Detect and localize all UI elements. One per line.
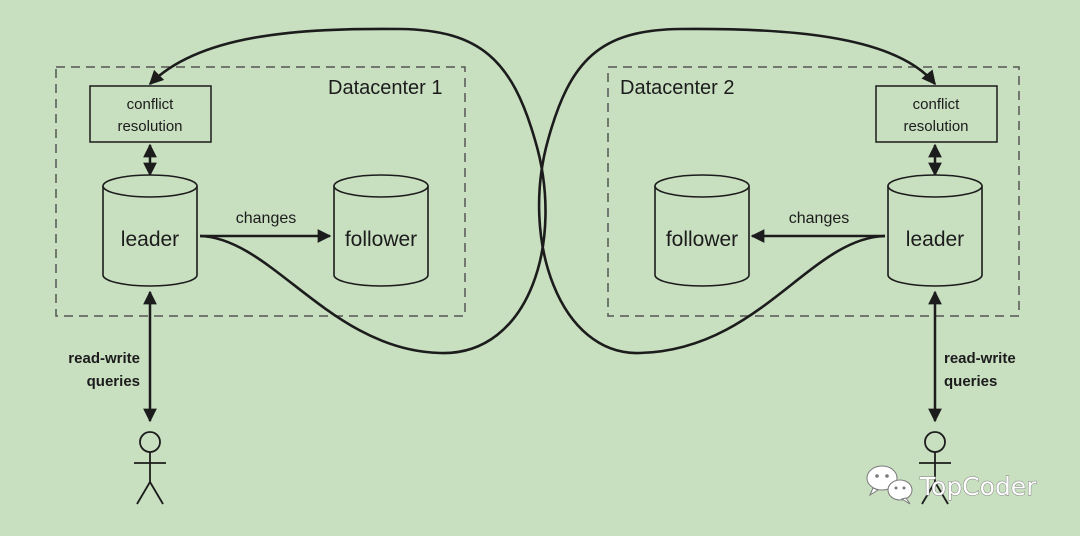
- wechat-logo-icon: [866, 465, 913, 505]
- changes-label-2: changes: [789, 210, 850, 227]
- leader-label-2: leader: [906, 228, 964, 251]
- read-write-label-2b: queries: [944, 373, 997, 390]
- follower-cylinder-1: [333, 174, 429, 287]
- conflict-resolution-label-2a: conflict: [913, 96, 961, 113]
- conflict-resolution-box-2: [875, 85, 998, 143]
- conflict-resolution-label-2b: resolution: [903, 118, 968, 135]
- follower-cylinder-2: [654, 174, 750, 287]
- follower-label-1: follower: [345, 228, 417, 251]
- datacenter-2-title: Datacenter 2: [620, 77, 735, 99]
- cross-replication-curve-2: [537, 27, 937, 355]
- changes-label-1: changes: [236, 210, 297, 227]
- leader-label-1: leader: [121, 228, 179, 251]
- read-write-label-1a: read-write: [68, 350, 140, 367]
- datacenter-1-title: Datacenter 1: [328, 77, 443, 99]
- leader-cylinder-1: [102, 174, 198, 287]
- conflict-resolution-label-1b: resolution: [117, 118, 182, 135]
- cross-replication-curve-1: [148, 27, 547, 355]
- conflict-resolution-label-1a: conflict: [127, 96, 175, 113]
- leader-cylinder-2: [887, 174, 983, 287]
- watermark-text: TopCoder: [919, 472, 1037, 501]
- user-icon-2: [919, 431, 951, 505]
- user-icon-1: [134, 431, 166, 505]
- read-write-label-1b: queries: [87, 373, 140, 390]
- read-write-label-2a: read-write: [944, 350, 1016, 367]
- follower-label-2: follower: [666, 228, 738, 251]
- datacenter-1-boundary: [55, 66, 466, 317]
- conflict-resolution-box-1: [89, 85, 212, 143]
